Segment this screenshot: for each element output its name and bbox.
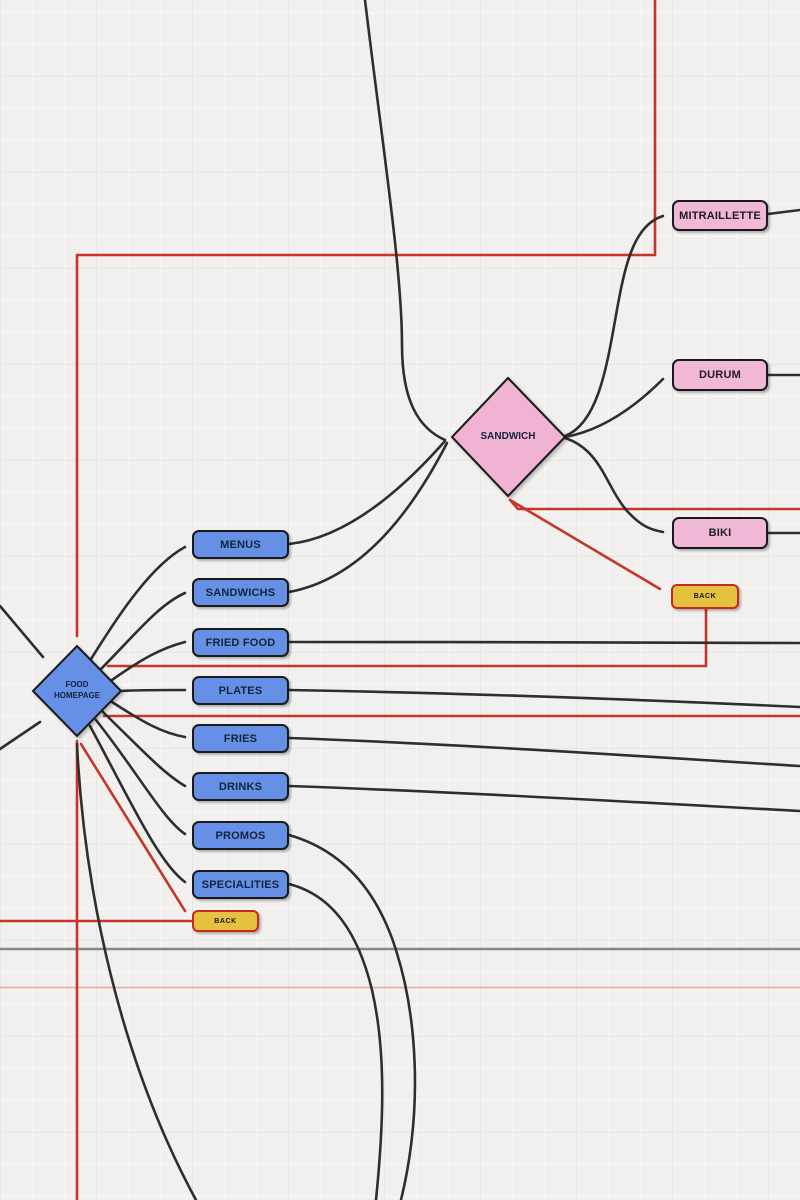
node-drinks[interactable]: DRINKS — [192, 772, 289, 801]
node-fries[interactable]: FRIES — [192, 724, 289, 753]
edge-red-right-to-sandwich[interactable] — [509, 499, 800, 511]
node-plates[interactable]: PLATES — [192, 676, 289, 705]
back-button-food[interactable]: BACK — [192, 910, 259, 932]
node-menus[interactable]: MENUS — [192, 530, 289, 559]
edge-mitraillette-right[interactable] — [766, 208, 800, 216]
sandwich-label: SANDWICH — [480, 431, 536, 443]
diamond-sandwich[interactable] — [450, 376, 567, 498]
edge-red-sandwich-to-back[interactable] — [508, 498, 662, 591]
edge-home-to-drinks[interactable] — [101, 710, 187, 788]
edge-home-to-menus[interactable] — [86, 545, 187, 666]
edge-sandwich-to-biki[interactable] — [563, 436, 665, 534]
back-button-sandwich[interactable]: BACK — [671, 584, 739, 609]
edge-sandwich-to-mitraillette[interactable] — [563, 214, 665, 438]
edge-left-upper-to-home[interactable] — [0, 604, 45, 659]
node-mitraillette[interactable]: MITRAILLETTE — [672, 200, 768, 231]
edge-plates-right[interactable] — [287, 688, 800, 709]
edge-sandwich-to-durum[interactable] — [563, 377, 665, 439]
edge-red-top-to-food-homepage[interactable] — [75, 0, 657, 638]
edge-fries-right[interactable] — [287, 736, 800, 768]
edge-home-to-plates[interactable] — [119, 688, 187, 693]
node-sandwichs[interactable]: SANDWICHS — [192, 578, 289, 607]
edge-promos-down[interactable] — [287, 833, 417, 1200]
edge-drinks-right[interactable] — [287, 784, 800, 813]
node-biki[interactable]: BIKI — [672, 517, 768, 549]
node-durum[interactable]: DURUM — [672, 359, 768, 391]
node-specialities[interactable]: SPECIALITIES — [192, 870, 289, 899]
edge-top-to-sandwich[interactable] — [363, 0, 447, 442]
edge-home-to-fried-food[interactable] — [110, 640, 187, 682]
edge-home-to-sandwichs[interactable] — [97, 591, 187, 673]
edge-home-to-specialities[interactable] — [88, 724, 187, 884]
edge-sandwichs-to-sandwich[interactable] — [287, 441, 449, 594]
edge-red-food-homepage-to-back[interactable] — [79, 742, 187, 913]
node-promos[interactable]: PROMOS — [192, 821, 289, 850]
edge-specialities-down[interactable] — [287, 882, 384, 1200]
diamond-food-homepage[interactable] — [31, 644, 123, 738]
edge-home-to-fries[interactable] — [110, 700, 187, 739]
edge-red-back-to-food-homepage[interactable] — [106, 607, 708, 668]
edge-bottom-to-home[interactable] — [75, 742, 198, 1200]
food-homepage-label: FOOD HOMEPAGE — [53, 680, 101, 700]
node-fried-food[interactable]: FRIED FOOD — [192, 628, 289, 657]
edge-left-lower-to-home[interactable] — [0, 720, 42, 751]
edge-home-to-promos[interactable] — [94, 718, 187, 836]
edge-fried-food-right[interactable] — [287, 640, 800, 645]
edge-menus-to-sandwich[interactable] — [287, 439, 447, 546]
